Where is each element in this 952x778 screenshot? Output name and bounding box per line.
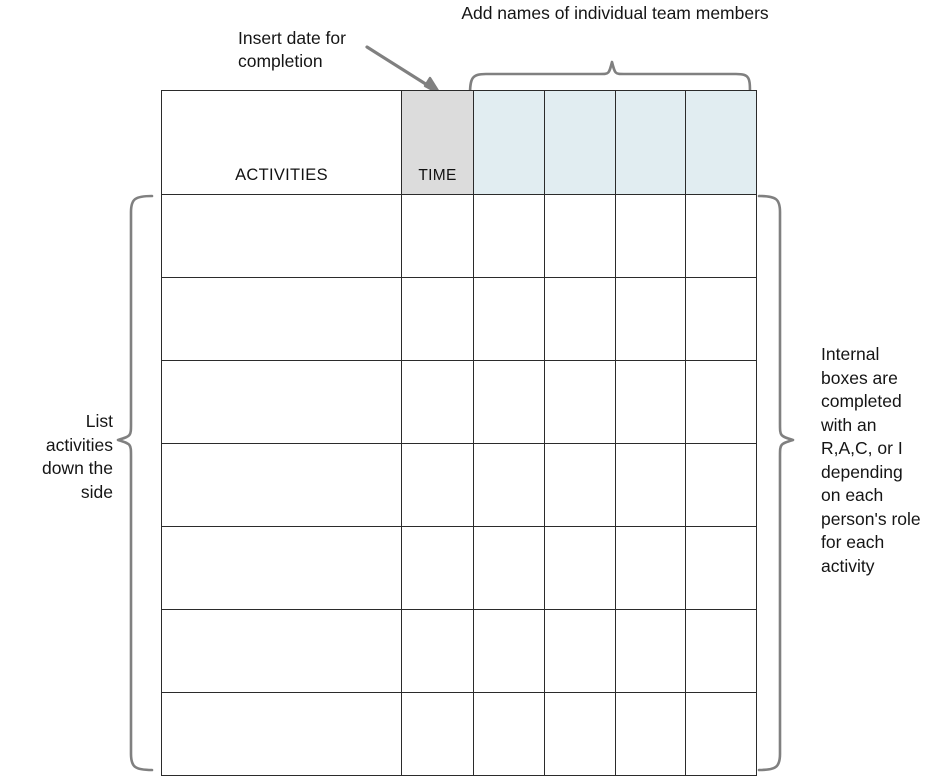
header-label-member-2	[545, 185, 615, 194]
cell-member-2[interactable]	[543, 277, 616, 361]
table-header-row: ACTIVITIES TIME	[161, 90, 757, 195]
cell-activity[interactable]	[161, 692, 402, 776]
cell-member-4[interactable]	[685, 194, 757, 278]
cell-member-4[interactable]	[685, 609, 757, 693]
cell-member-2[interactable]	[543, 194, 616, 278]
cell-time[interactable]	[401, 443, 474, 527]
cell-activity[interactable]	[161, 609, 402, 693]
cell-member-3[interactable]	[614, 609, 687, 693]
left-brace	[116, 194, 154, 772]
cell-member-2[interactable]	[543, 443, 616, 527]
cell-member-2[interactable]	[543, 692, 616, 776]
cell-activity[interactable]	[161, 526, 402, 610]
header-cell-member-3[interactable]	[614, 90, 687, 195]
cell-member-2[interactable]	[543, 609, 616, 693]
cell-member-4[interactable]	[685, 360, 757, 444]
cell-activity[interactable]	[161, 360, 402, 444]
table-row	[161, 609, 757, 693]
table-row	[161, 692, 757, 776]
cell-member-4[interactable]	[685, 277, 757, 361]
cell-time[interactable]	[401, 277, 474, 361]
cell-member-3[interactable]	[614, 360, 687, 444]
cell-time[interactable]	[401, 194, 474, 278]
cell-member-2[interactable]	[543, 526, 616, 610]
cell-member-4[interactable]	[685, 443, 757, 527]
header-label-member-4	[686, 185, 756, 194]
header-cell-time[interactable]: TIME	[401, 90, 474, 195]
cell-time[interactable]	[401, 526, 474, 610]
table-row	[161, 526, 757, 610]
cell-time[interactable]	[401, 360, 474, 444]
cell-member-2[interactable]	[543, 360, 616, 444]
header-label-member-1	[474, 185, 544, 194]
header-cell-member-1[interactable]	[473, 90, 545, 195]
cell-activity[interactable]	[161, 277, 402, 361]
header-label-activities: ACTIVITIES	[235, 166, 328, 184]
header-cell-member-4[interactable]	[685, 90, 757, 195]
header-cell-activities: ACTIVITIES	[161, 90, 402, 195]
table-body	[161, 194, 757, 776]
cell-member-1[interactable]	[473, 360, 545, 444]
cell-activity[interactable]	[161, 194, 402, 278]
cell-member-1[interactable]	[473, 443, 545, 527]
annotation-add-names: Add names of individual team members	[461, 3, 769, 23]
table-row	[161, 360, 757, 444]
cell-activity[interactable]	[161, 443, 402, 527]
cell-member-1[interactable]	[473, 194, 545, 278]
cell-member-1[interactable]	[473, 277, 545, 361]
table-row	[161, 194, 757, 278]
annotation-internal-boxes: Internal boxes are completed with an R,A…	[821, 344, 921, 576]
raci-matrix-table: ACTIVITIES TIME	[161, 90, 757, 776]
annotation-insert-date: Insert date for completion	[238, 28, 346, 71]
cell-time[interactable]	[401, 692, 474, 776]
cell-member-3[interactable]	[614, 443, 687, 527]
cell-member-4[interactable]	[685, 692, 757, 776]
right-brace	[757, 194, 795, 772]
cell-member-4[interactable]	[685, 526, 757, 610]
header-label-member-3	[616, 185, 686, 194]
header-cell-member-2[interactable]	[543, 90, 616, 195]
table-row	[161, 443, 757, 527]
cell-member-3[interactable]	[614, 692, 687, 776]
cell-member-3[interactable]	[614, 277, 687, 361]
header-label-time: TIME	[418, 167, 457, 184]
cell-time[interactable]	[401, 609, 474, 693]
cell-member-1[interactable]	[473, 526, 545, 610]
cell-member-3[interactable]	[614, 194, 687, 278]
cell-member-1[interactable]	[473, 609, 545, 693]
cell-member-1[interactable]	[473, 692, 545, 776]
table-row	[161, 277, 757, 361]
cell-member-3[interactable]	[614, 526, 687, 610]
annotation-list-activities: List activities down the side	[41, 411, 113, 502]
